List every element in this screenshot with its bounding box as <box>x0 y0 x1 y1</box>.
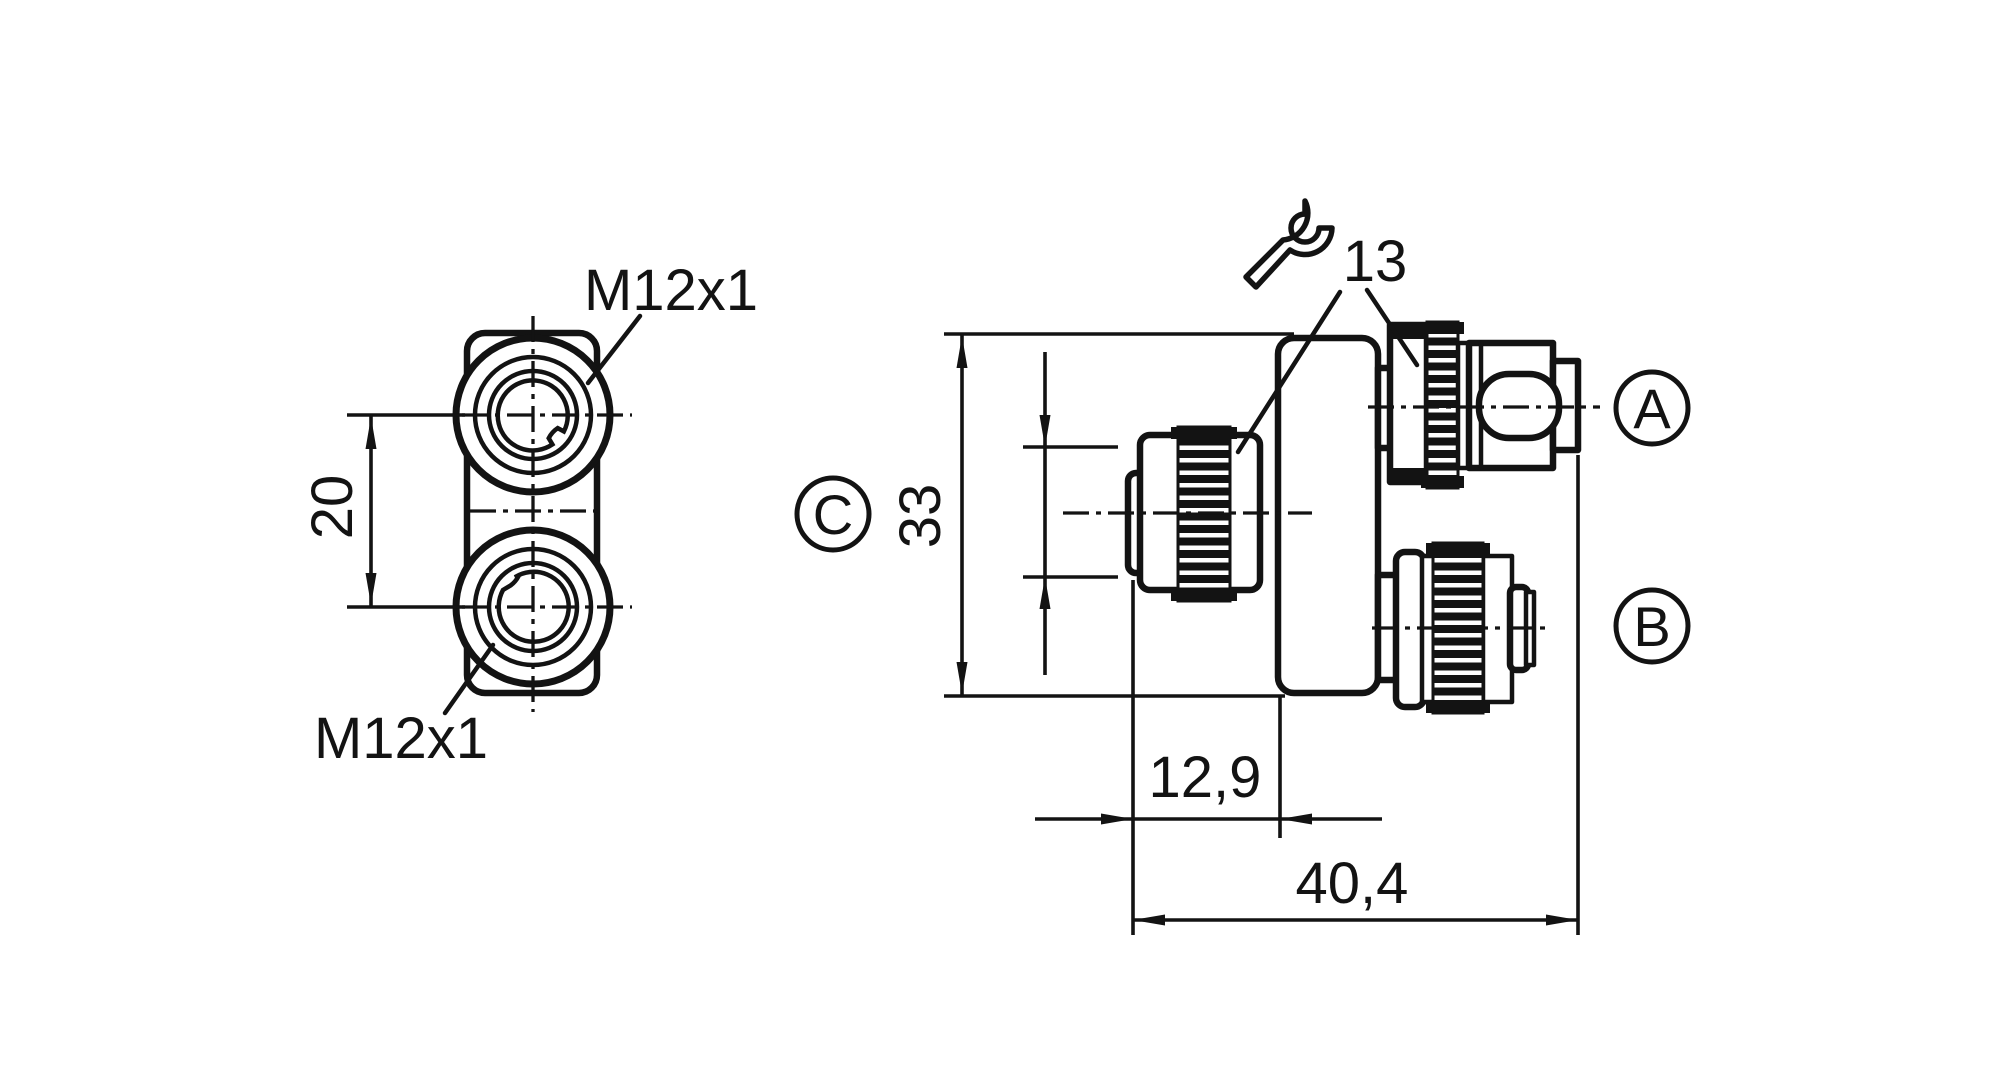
wrench-leader-right <box>1364 287 1420 368</box>
wrench-size-label: 13 <box>1343 229 1408 294</box>
splitter-body <box>1274 334 1382 697</box>
length-dimension-label: 40,4 <box>1296 851 1409 916</box>
dimension-height-33: 33 <box>888 334 968 696</box>
connector-a-badge: A <box>1613 369 1691 447</box>
wrench-size-callout: 13 <box>1235 198 1420 455</box>
thread-label-bottom: M12x1 <box>314 706 488 771</box>
height-dimension-label: 33 <box>888 484 953 549</box>
connector-c-side <box>1124 425 1264 603</box>
connector-b-letter: B <box>1633 595 1670 658</box>
front-view: 20 M12x1 M12x1 <box>300 258 758 771</box>
dimension-length-40-4: 40,4 <box>1133 455 1580 935</box>
keyed-bore-bottom <box>496 569 571 645</box>
connector-c-letter: C <box>813 483 853 546</box>
offset-dimension-label: 12,9 <box>1149 745 1262 810</box>
connector-b-badge: B <box>1613 587 1691 665</box>
wrench-leader-left <box>1235 289 1343 455</box>
wrench-icon <box>1243 198 1335 290</box>
thread-label-top-leader <box>585 313 643 386</box>
dimension-connector-c-diameter <box>1023 352 1118 675</box>
dimension-spacing-20: 20 <box>300 413 465 609</box>
thread-label-top: M12x1 <box>584 258 758 323</box>
thread-label-bottom-leader <box>442 642 496 716</box>
connector-c-badge: C <box>794 475 872 553</box>
connector-a-letter: A <box>1633 377 1671 440</box>
keyed-bore-top <box>495 378 570 453</box>
connector-a-side <box>1374 320 1582 490</box>
knurled-nut-a <box>1425 320 1460 490</box>
side-view: 33 12,9 40,4 <box>794 198 1691 935</box>
dimension-offset-12-9: 12,9 <box>1035 580 1382 935</box>
spacing-dimension-label: 20 <box>300 475 365 540</box>
